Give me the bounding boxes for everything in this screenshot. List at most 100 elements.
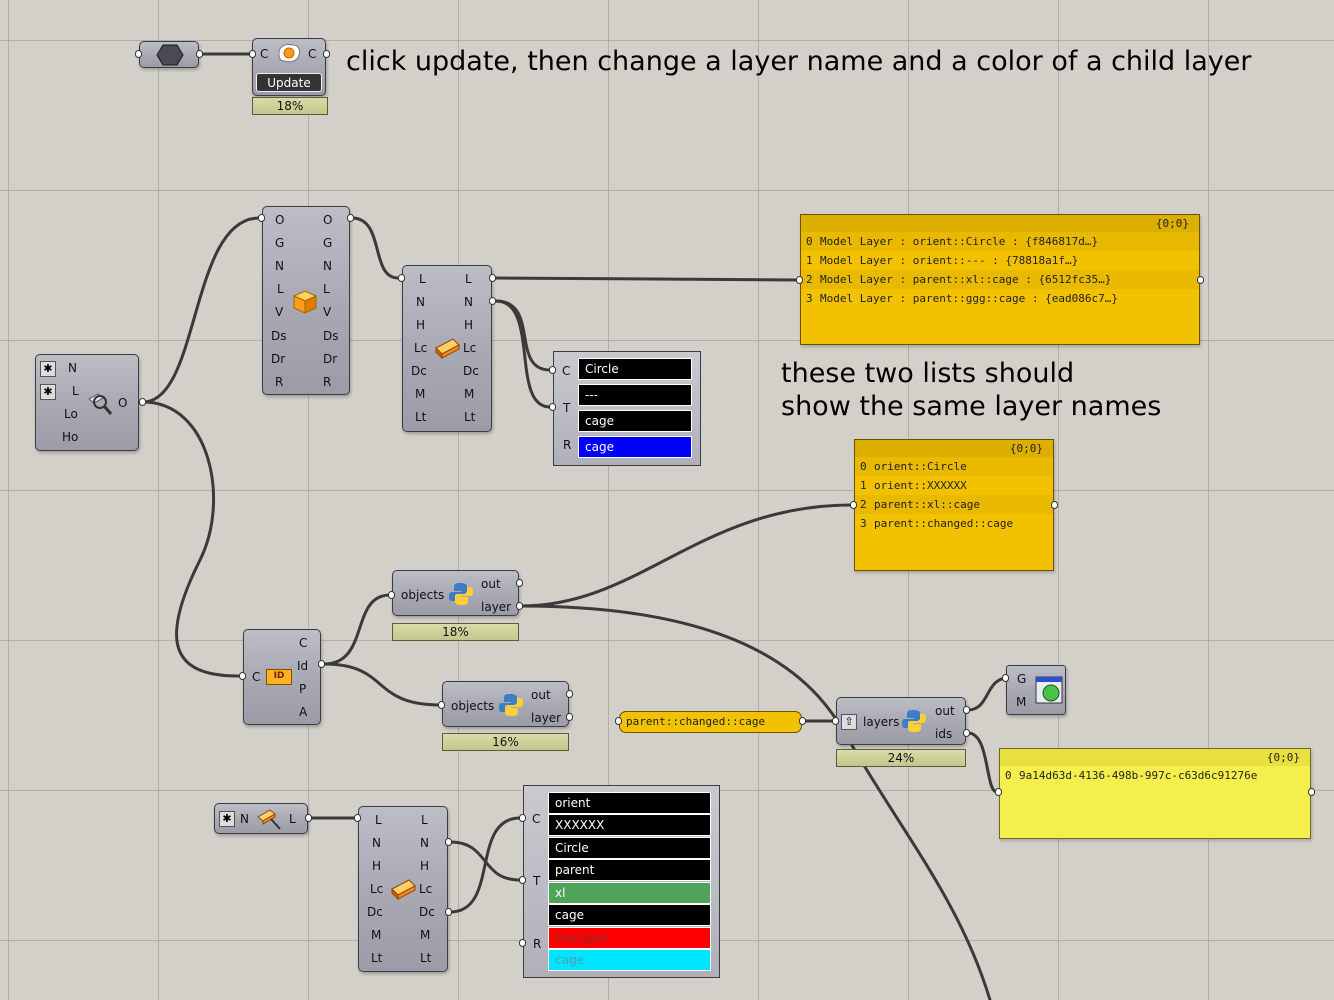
list-item[interactable]: cage [578, 436, 692, 458]
update-input-port: C [260, 47, 269, 61]
update-button[interactable]: Update [256, 73, 322, 92]
layer-info-component[interactable]: O G N L V Ds Dr R O G N L V Ds Dr R [262, 206, 350, 395]
preview-sphere-icon [1035, 676, 1063, 704]
port-label: Ds [323, 329, 339, 343]
port-grip[interactable] [549, 366, 556, 374]
port-grip[interactable] [516, 579, 523, 587]
port-grip[interactable] [249, 50, 256, 58]
python-script-component[interactable]: objects out layer [392, 570, 519, 616]
id-tag-icon: ID [266, 669, 292, 685]
object-id-component[interactable]: C ID C Id P A [243, 629, 321, 725]
port-grip[interactable] [1002, 674, 1009, 682]
port-grip[interactable] [566, 713, 573, 721]
layer-properties-component[interactable]: L N H Lc Dc M Lt L N H Lc Dc M Lt [358, 806, 448, 972]
port-label: Lc [370, 882, 384, 896]
row-index: 0 [1005, 769, 1012, 782]
port-label: Lt [420, 951, 432, 965]
row-value: Model Layer : orient::--- : {78818a1f…} [820, 254, 1079, 267]
list-item[interactable]: orient [548, 792, 711, 814]
update-component[interactable]: C C Update [252, 38, 326, 96]
list-item[interactable]: cage [548, 904, 711, 926]
port-label: N [323, 259, 332, 273]
python-icon [449, 583, 473, 605]
text-parameter[interactable]: parent::changed::cage [619, 711, 802, 733]
port-grip[interactable] [799, 717, 806, 725]
port-grip[interactable] [850, 501, 857, 509]
port-grip[interactable] [398, 274, 405, 282]
list-item[interactable]: cage [548, 949, 711, 971]
list-item[interactable]: XXXXXX [548, 814, 711, 836]
port-grip[interactable] [516, 602, 523, 610]
port-grip[interactable] [995, 788, 1002, 796]
layer-tree-list[interactable]: C T R orient XXXXXX Circle parent xl cag… [523, 785, 720, 978]
port-grip[interactable] [519, 814, 526, 822]
port-label: M [415, 387, 426, 401]
python-progress: 16% [442, 733, 569, 751]
port-grip[interactable] [196, 50, 203, 58]
list-item[interactable]: Circle [578, 358, 692, 380]
wire [494, 299, 552, 409]
port-grip[interactable] [489, 274, 496, 282]
port-grip[interactable] [963, 729, 970, 737]
port-grip[interactable] [963, 706, 970, 714]
port-grip[interactable] [566, 690, 573, 698]
port-grip[interactable] [832, 717, 839, 725]
port-grip[interactable] [318, 660, 325, 668]
list-item[interactable]: Circle [548, 837, 711, 859]
port-grip[interactable] [347, 214, 354, 222]
port-label: N [464, 295, 473, 309]
list-item[interactable]: --- [578, 384, 692, 406]
port-grip[interactable] [549, 403, 556, 411]
python-icon [499, 694, 523, 716]
port-label: Lc [419, 882, 433, 896]
port-label: T [533, 874, 541, 888]
port-label: H [464, 318, 474, 332]
port-label: G [323, 236, 333, 250]
layer-tree-list[interactable]: C T R Circle --- cage cage [553, 351, 701, 466]
port-grip[interactable] [323, 50, 330, 58]
toggle-checkbox[interactable]: ✱ [40, 361, 56, 377]
port-grip[interactable] [796, 276, 803, 284]
port-grip[interactable] [445, 838, 452, 846]
port-label: M [1016, 695, 1027, 709]
port-grip[interactable] [615, 717, 622, 725]
port-grip[interactable] [438, 701, 445, 709]
python-script-component[interactable]: ⇧ layers out ids [836, 697, 966, 745]
layer-properties-component[interactable]: L N H Lc Dc M Lt L N H Lc Dc M Lt [402, 265, 492, 432]
port-grip[interactable] [305, 814, 312, 822]
list-item[interactable]: xl [548, 882, 711, 904]
list-item[interactable]: changed [548, 927, 711, 949]
layer-query-component[interactable]: ✱ ✱ N L Lo Ho O [35, 354, 139, 451]
custom-preview-component[interactable]: G M [1006, 665, 1066, 715]
port-grip[interactable] [135, 50, 142, 58]
row-value: 9a14d63d-4136-498b-997c-c63d6c91276e [1019, 769, 1258, 782]
port-grip[interactable] [1197, 276, 1204, 284]
python-script-component[interactable]: objects out layer [442, 681, 569, 727]
list-item[interactable]: parent [548, 859, 711, 881]
port-grip[interactable] [519, 876, 526, 884]
port-grip[interactable] [239, 672, 246, 680]
port-grip[interactable] [1308, 788, 1315, 796]
port-grip[interactable] [139, 398, 146, 406]
hexagon-param[interactable] [139, 41, 199, 68]
port-label: Lt [464, 410, 476, 424]
port-grip[interactable] [1051, 501, 1058, 509]
port-grip[interactable] [258, 214, 265, 222]
port-grip[interactable] [489, 297, 496, 305]
port-grip[interactable] [354, 814, 361, 822]
update-progress: 18% [252, 97, 328, 115]
list-item[interactable]: cage [578, 410, 692, 432]
port-grip[interactable] [388, 591, 395, 599]
layer-names-component[interactable]: ✱ N L [214, 803, 308, 834]
toggle-checkbox[interactable]: ✱ [40, 384, 56, 400]
port-grip[interactable] [445, 908, 452, 916]
port-label: C [532, 812, 541, 826]
port-grip[interactable] [519, 939, 526, 947]
port-label: out [531, 688, 551, 702]
toggle-checkbox[interactable]: ✱ [219, 811, 235, 827]
port-label: Lt [371, 951, 383, 965]
